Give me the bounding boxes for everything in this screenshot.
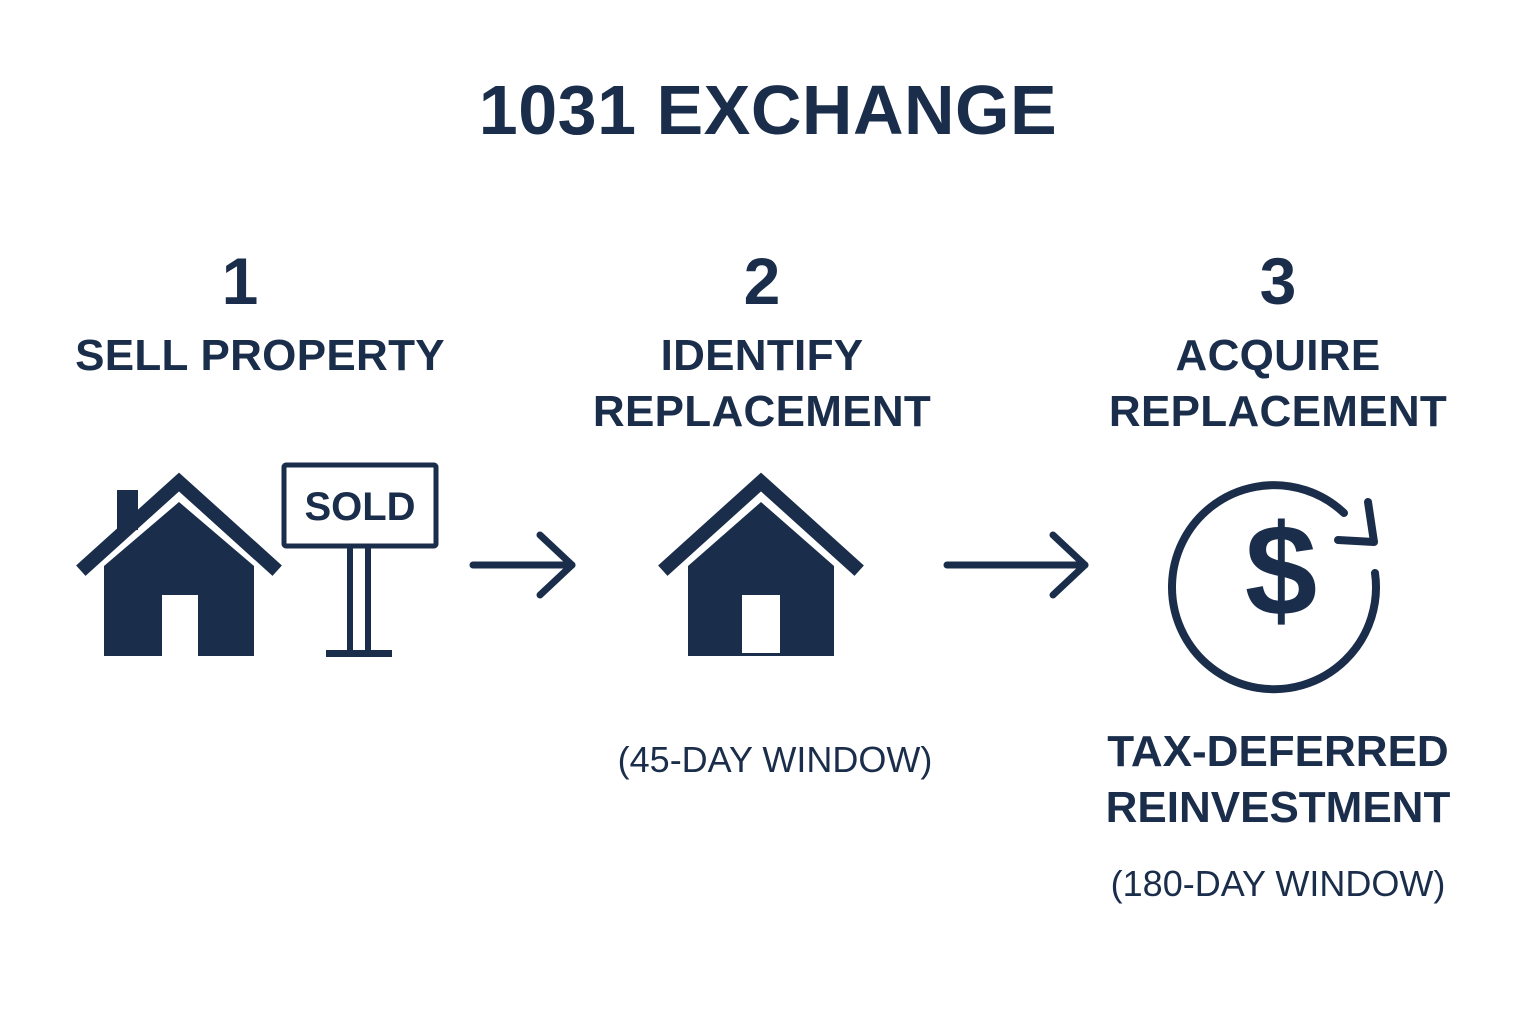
step-3-label-line-2: REPLACEMENT [1108, 387, 1448, 436]
house-icon [658, 472, 864, 656]
step-3-label-line-1: ACQUIRE [1175, 331, 1381, 380]
diagram-title: 1031 EXCHANGE [478, 71, 1058, 149]
step-1-number: 1 [221, 244, 259, 318]
step-2-window-note: (45-DAY WINDOW) [617, 739, 933, 780]
step-3-result-line-2: REINVESTMENT [1105, 783, 1451, 832]
dollar-cycle-icon: $ [1168, 481, 1380, 694]
step-2-label-line-1: IDENTIFY [660, 331, 864, 380]
sold-sign-icon: SOLD [281, 462, 439, 657]
svg-text:$: $ [1245, 497, 1317, 643]
arrow-right-icon [943, 531, 1089, 599]
step-3-number: 3 [1259, 244, 1297, 318]
step-2-label-line-2: REPLACEMENT [592, 387, 932, 436]
house-icon [76, 472, 282, 656]
step-3-result-line-1: TAX-DEFERRED [1107, 727, 1449, 776]
step-2-number: 2 [743, 244, 781, 318]
step-1-label: SELL PROPERTY [75, 331, 445, 380]
sold-sign-text: SOLD [304, 485, 415, 529]
arrow-right-icon [469, 531, 576, 599]
step-3-window-note: (180-DAY WINDOW) [1110, 863, 1446, 904]
